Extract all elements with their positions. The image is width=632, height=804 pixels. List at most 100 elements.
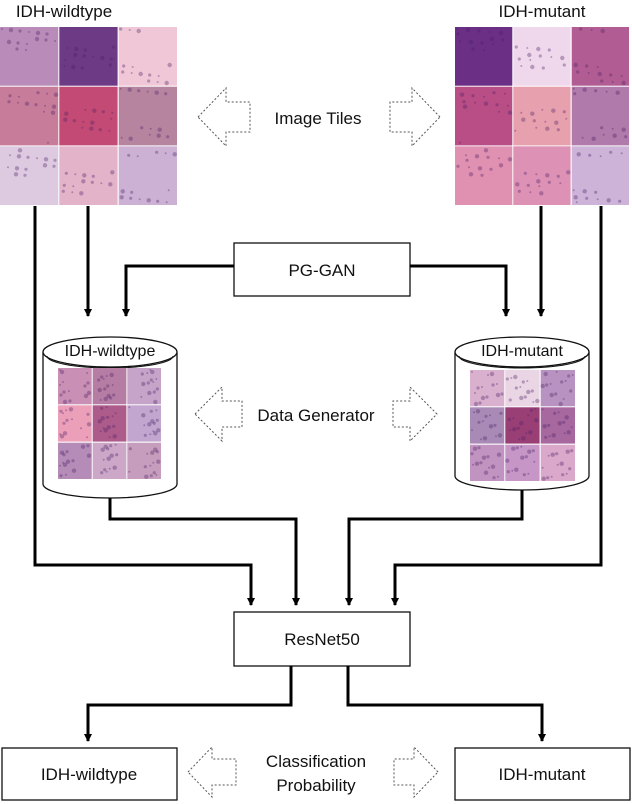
gen-mutant-tile-texture <box>524 455 528 459</box>
mutant-tile-texture <box>483 95 485 98</box>
wildtype-tile-texture <box>157 127 162 132</box>
gen-wildtype-tile-texture <box>147 390 152 396</box>
gen-mutant-tile-texture <box>549 383 552 385</box>
wildtype-tile-texture <box>82 54 86 58</box>
mutant-tile-texture <box>535 126 538 129</box>
gen-wildtype-tile-texture <box>150 450 155 455</box>
mutant-tile-texture <box>527 52 532 58</box>
gen-wildtype-tile-texture <box>128 406 131 409</box>
wildtype-tile-texture <box>24 167 28 171</box>
gen-wildtype-tile-texture <box>149 464 152 467</box>
wildtype-tile-texture <box>98 128 102 132</box>
generated-mutant-tiles <box>470 370 575 481</box>
mutant-tile-texture <box>544 120 547 123</box>
wildtype-tile-texture <box>92 56 95 58</box>
gen-mutant-tile-texture <box>534 408 537 411</box>
wildtype-tile-texture <box>120 189 125 194</box>
wildtype-tile-texture <box>47 141 49 144</box>
mutant-tile-texture <box>507 157 513 162</box>
wildtype-tile-texture <box>36 157 38 160</box>
wildtype-tile-texture <box>61 189 65 193</box>
gen-mutant-tile <box>505 370 540 407</box>
gen-mutant-tile-texture <box>565 472 568 475</box>
gen-mutant-tile-texture <box>564 415 569 420</box>
mutant-tile-texture <box>621 80 626 86</box>
gen-wildtype-tile-texture <box>80 427 82 430</box>
gen-mutant-tile-texture <box>470 452 474 456</box>
gen-wildtype-tile-texture <box>112 393 116 397</box>
gen-wildtype-tile <box>58 368 92 405</box>
gen-mutant-tile-texture <box>475 409 481 414</box>
wildtype-tile-texture <box>23 173 27 177</box>
wildtype-tile-texture <box>130 190 134 194</box>
wildtype-tile-texture <box>131 66 134 68</box>
wildtype-tile-texture <box>111 45 115 49</box>
mutant-tile-texture <box>526 183 530 187</box>
mutant-tile-texture <box>551 108 556 113</box>
mutant-tile-texture <box>590 29 593 31</box>
gen-mutant-tile-texture <box>508 398 512 402</box>
mutant-tile-texture <box>504 92 506 95</box>
gen-mutant-tile-texture <box>525 432 528 435</box>
gen-wildtype-tile-texture <box>146 381 150 385</box>
gen-mutant-tile-texture <box>521 380 525 384</box>
wildtype-tile-texture <box>165 201 168 204</box>
gen-mutant-tile-texture <box>487 374 489 376</box>
mutant-tile-texture <box>588 153 592 157</box>
mutant-tile-texture <box>486 155 490 159</box>
mutant-tile-texture <box>459 40 461 42</box>
mutant-tile-texture <box>599 155 602 158</box>
gen-mutant-tile-texture <box>562 398 565 400</box>
connector-lines-top <box>84 206 545 317</box>
wildtype-tile-texture <box>127 153 131 157</box>
wildtype-tile-texture <box>138 198 141 201</box>
mutant-tile-texture <box>501 38 505 42</box>
mutant-tile-texture <box>489 31 491 33</box>
wildtype-tile-texture <box>128 136 133 141</box>
gen-wildtype-tile-texture <box>86 381 90 385</box>
mutant-tile-texture <box>459 141 461 144</box>
gen-mutant-tile-texture <box>515 446 519 450</box>
gen-mutant-tile-texture <box>550 475 553 478</box>
wildtype-tile-texture <box>172 152 177 157</box>
mutant-tile-texture <box>529 59 532 61</box>
mutant-tile-texture <box>477 166 483 171</box>
mutant-tile <box>571 27 629 86</box>
gen-mutant-tile-texture <box>472 446 478 451</box>
gen-wildtype-tile-texture <box>80 444 86 449</box>
gen-mutant-tile-texture <box>569 389 573 393</box>
wildtype-tile-texture <box>82 120 85 123</box>
wildtype-tile-texture <box>63 65 66 67</box>
wildtype-tile-texture <box>14 166 20 171</box>
gen-mutant-tile-texture <box>477 446 481 450</box>
mutant-tile-texture <box>572 189 575 192</box>
gen-mutant-tile <box>505 444 540 481</box>
gen-wildtype-tile-texture <box>156 459 161 464</box>
mutant-tile-texture <box>556 128 560 132</box>
gen-wildtype-tile-texture <box>83 384 87 388</box>
mutant-tile-texture <box>562 110 566 114</box>
wildtype-tile-texture <box>51 104 57 109</box>
gen-wildtype-tile-texture <box>65 409 67 412</box>
gen-wildtype-tile-texture <box>106 425 111 430</box>
mutant-tile-texture <box>624 135 628 139</box>
gen-wildtype-tile-texture <box>143 424 146 427</box>
mutant-tile-texture <box>606 198 611 203</box>
wildtype-tile-texture <box>111 111 114 114</box>
mutant-tile-texture <box>514 45 518 49</box>
mutant-tile-texture <box>535 173 538 176</box>
mutant-tile-texture <box>468 172 474 177</box>
gen-mutant-tile-texture <box>512 417 515 420</box>
gen-mutant-tile-texture <box>496 383 498 385</box>
mutant-tile-texture <box>585 64 589 68</box>
gen-mutant-tile-texture <box>533 460 536 463</box>
gen-wildtype-tile-texture <box>112 434 117 439</box>
connector-lines-bottom <box>84 666 546 742</box>
wildtype-tile-texture <box>62 183 66 187</box>
gen-mutant-tile-texture <box>483 470 489 475</box>
gen-mutant-tile-texture <box>480 395 486 401</box>
mutant-tile-texture <box>611 81 614 83</box>
gen-mutant-tile-texture <box>561 473 565 477</box>
gen-wildtype-tile-texture <box>100 416 105 421</box>
mutant-tile-texture <box>547 48 551 52</box>
